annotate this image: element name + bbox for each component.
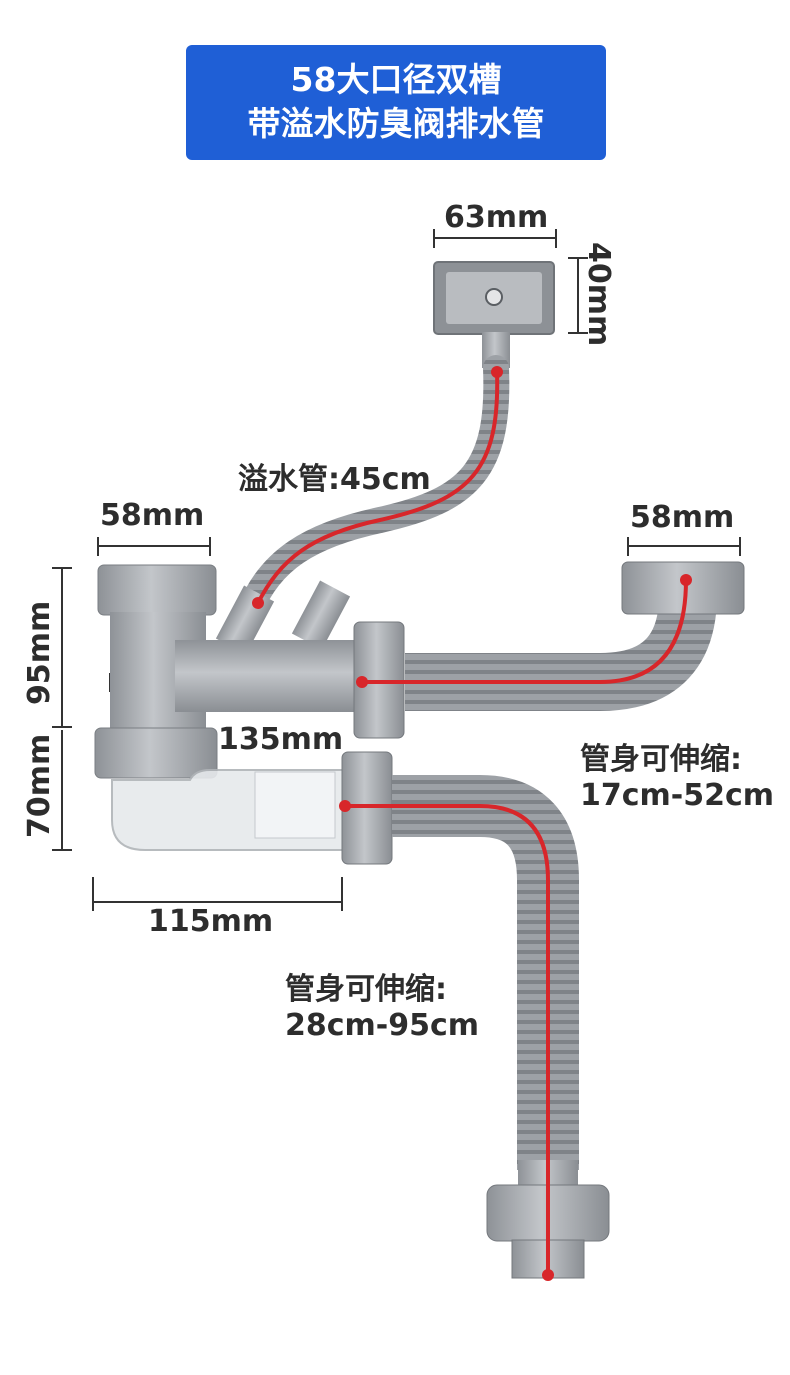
tee-width-label: 135mm: [218, 722, 344, 757]
upper-hose-range: 17cm-52cm: [580, 778, 775, 813]
lower-hose-range: 28cm-95cm: [285, 1008, 480, 1043]
flow-dots: [252, 366, 692, 1281]
overflow-head-width-label: 63mm: [444, 200, 549, 235]
title-line-1: 58大口径双槽: [290, 60, 502, 99]
lower-hose-note-label: 管身可伸缩:: [285, 972, 447, 1007]
overflow-head: [433, 261, 555, 368]
right-inlet-width-label: 58mm: [630, 500, 735, 535]
title-line-2: 带溢水防臭阀排水管: [247, 104, 545, 143]
overflow-hose-length-label: 溢水管:45cm: [238, 462, 431, 497]
overflow-port-2: [291, 580, 351, 650]
left-inlet-width-label: 58mm: [100, 498, 205, 533]
title-banner: 58大口径双槽 带溢水防臭阀排水管: [186, 45, 606, 160]
upper-body-height-label: 95mm: [22, 600, 57, 705]
lower-body-height-label: 70mm: [22, 733, 57, 838]
overflow-head-height-label: 40mm: [581, 242, 616, 347]
left-tee-body: [94, 564, 360, 779]
transparent-trap: [111, 769, 346, 851]
flow-lines: [256, 371, 688, 1275]
upper-hose-note-label: 管身可伸缩:: [580, 742, 742, 777]
trap-width-label: 115mm: [148, 904, 274, 939]
